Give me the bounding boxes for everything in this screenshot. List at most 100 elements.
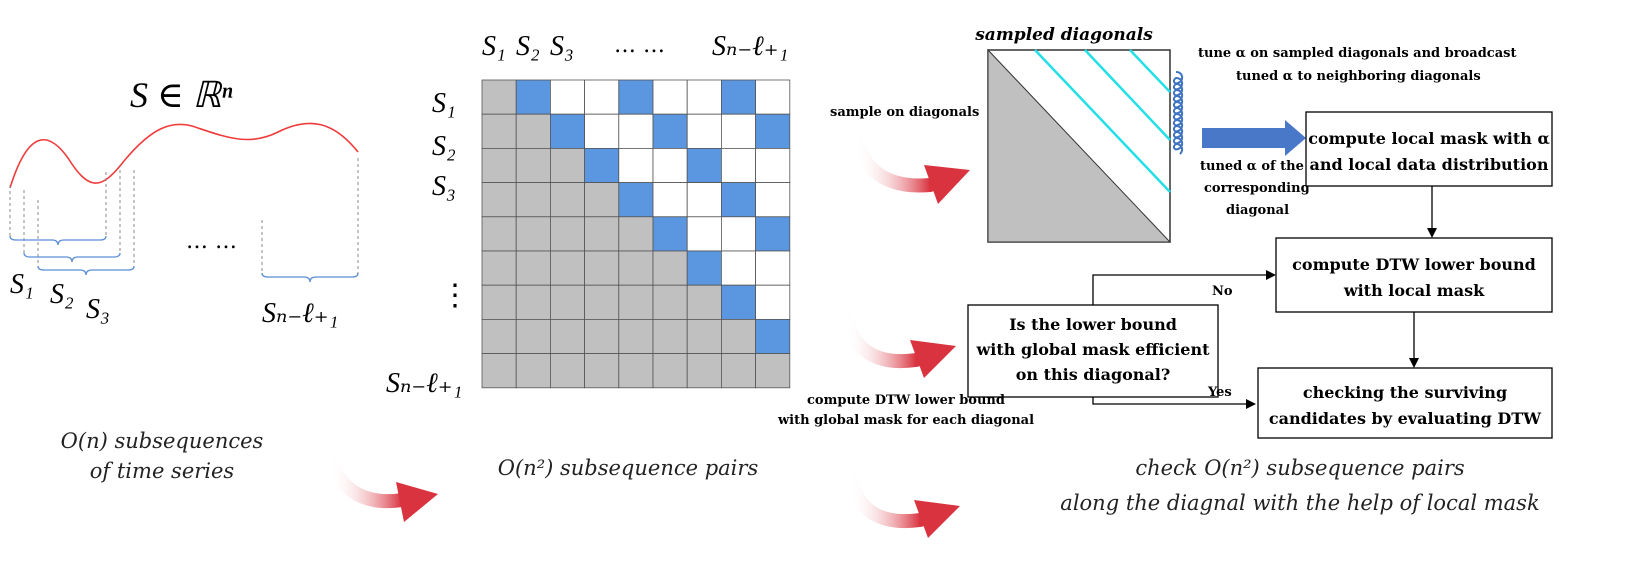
matrix-cell — [618, 79, 654, 115]
flowchart: compute local mask with α and local data… — [777, 111, 1553, 515]
matrix-cell — [755, 250, 791, 286]
matrix-caption: O(n²) subsequence pairs — [498, 456, 759, 480]
box-check — [1257, 367, 1553, 439]
sub-label-1: S₁ — [10, 269, 34, 300]
matrix-cell — [686, 182, 722, 218]
matrix-cell — [618, 182, 654, 218]
matrix-cell — [481, 113, 517, 149]
arrow-no-branch — [1092, 270, 1276, 305]
matrix-cell — [721, 113, 757, 149]
matrix-cell — [721, 353, 757, 389]
matrix-cell — [618, 353, 654, 389]
svg-text:checking the surviving: checking the surviving — [1303, 383, 1507, 402]
matrix-cell — [584, 250, 620, 286]
tuned-line1: tuned α of the — [1200, 159, 1304, 174]
box-local-mask — [1305, 111, 1553, 187]
matrix-cell — [481, 216, 517, 252]
matrix-cell — [515, 353, 551, 389]
matrix-cell — [481, 250, 517, 286]
matrix-cell — [481, 79, 517, 115]
matrix-cell — [721, 250, 757, 286]
matrix-cell — [584, 216, 620, 252]
matrix-cell — [584, 113, 620, 149]
matrix-cell — [481, 182, 517, 218]
matrix-cell — [550, 353, 586, 389]
matrix-cell — [515, 147, 551, 183]
matrix-cell — [686, 79, 722, 115]
matrix-cell — [584, 147, 620, 183]
box-dtw-local — [1275, 237, 1553, 313]
subsequence-braces — [9, 235, 359, 283]
tuned-line2: corresponding — [1204, 181, 1310, 196]
no-label: No — [1212, 284, 1233, 299]
right-caption-line2: along the diagnal with the help of local… — [1060, 491, 1539, 515]
curved-arrow-4 — [843, 471, 960, 538]
matrix-cell — [686, 216, 722, 252]
matrix-cell — [755, 353, 791, 389]
matrix-cell — [686, 147, 722, 183]
matrix-cell — [618, 250, 654, 286]
matrix-cell — [550, 113, 586, 149]
matrix-cell — [515, 318, 551, 354]
arrow-yes-branch — [1092, 397, 1256, 409]
matrix-cell — [618, 318, 654, 354]
series-ellipsis: … … — [186, 229, 237, 254]
matrix-cell — [652, 216, 688, 252]
series-caption-line2: of time series — [90, 459, 235, 483]
svg-text:Is the lower bound: Is the lower bound — [1009, 315, 1177, 334]
row-ellipsis: ⋮ — [440, 278, 470, 313]
matrix-cell — [618, 147, 654, 183]
matrix-cell — [686, 250, 722, 286]
matrix-cell — [755, 182, 791, 218]
right-caption-line1: check O(n²) subsequence pairs — [1135, 456, 1465, 480]
matrix-cell — [515, 113, 551, 149]
curved-arrow-2 — [849, 133, 970, 204]
col-ellipsis: … … — [614, 33, 665, 58]
col-label-1: S₁ — [482, 31, 506, 62]
matrix-cell — [721, 147, 757, 183]
sub-label-2: S₂ — [50, 279, 74, 310]
matrix-cell — [481, 318, 517, 354]
series-caption-line1: O(n) subsequences — [61, 429, 264, 453]
matrix-cell — [721, 182, 757, 218]
matrix-cell — [686, 284, 722, 320]
svg-text:with global mask efficient: with global mask efficient — [976, 340, 1211, 359]
set-label: S ∈ ℝⁿ — [130, 75, 233, 115]
col-label-2: S₂ — [516, 31, 540, 62]
matrix-cell — [481, 353, 517, 389]
svg-text:compute local mask with α: compute local mask with α — [1308, 129, 1550, 148]
sampled-title: sampled diagonals — [974, 25, 1153, 45]
svg-text:candidates by evaluating DTW: candidates by evaluating DTW — [1269, 409, 1542, 428]
box-question — [967, 304, 1219, 398]
matrix-cell — [550, 79, 586, 115]
col-label-last: Sₙ₋ℓ₊₁ — [712, 31, 788, 62]
row-label-3: S₃ — [432, 171, 456, 202]
curved-arrow-3 — [839, 311, 956, 378]
curved-arrow-1 — [323, 455, 438, 522]
matrix-cell — [652, 250, 688, 286]
row-label-2: S₂ — [432, 131, 456, 162]
broadcast-block-arrow — [1202, 120, 1306, 156]
sampled-lower-triangle — [987, 48, 1172, 243]
row-label-last: Sₙ₋ℓ₊₁ — [386, 368, 462, 399]
matrix-cell — [686, 113, 722, 149]
matrix-cell — [686, 318, 722, 354]
matrix-cell — [721, 216, 757, 252]
matrix-cell — [584, 79, 620, 115]
svg-text:and local data distribution: and local data distribution — [1310, 155, 1549, 174]
matrix-cell — [584, 353, 620, 389]
matrix-cell — [755, 147, 791, 183]
matrix-cell — [721, 284, 757, 320]
yes-label: Yes — [1207, 385, 1232, 400]
matrix-cell — [618, 284, 654, 320]
matrix-cell — [550, 284, 586, 320]
tune-line1: tune α on sampled diagonals and broadcas… — [1198, 46, 1516, 61]
matrix-cell — [550, 182, 586, 218]
matrix-cell — [515, 79, 551, 115]
matrix-cell — [652, 182, 688, 218]
matrix-grid — [481, 79, 791, 389]
matrix-cell — [755, 318, 791, 354]
matrix-cell — [584, 284, 620, 320]
matrix-cell — [584, 318, 620, 354]
tuned-line3: diagonal — [1226, 203, 1289, 218]
